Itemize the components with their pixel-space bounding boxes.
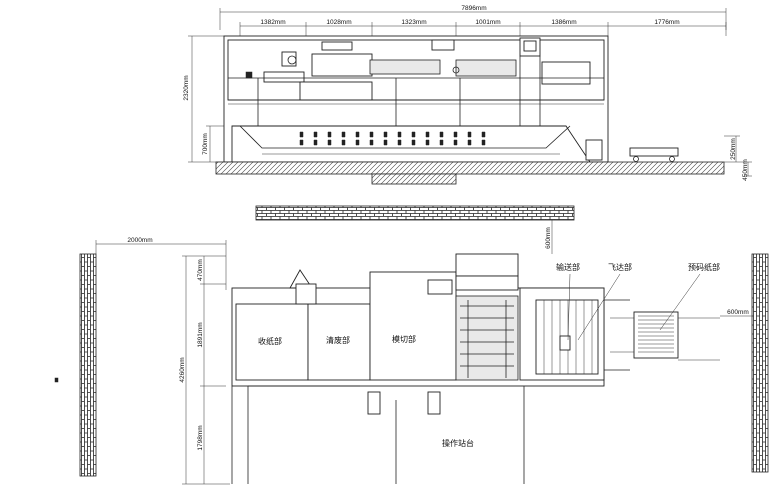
machine-elevation bbox=[223, 35, 679, 163]
right-wall bbox=[751, 253, 769, 473]
left-wall bbox=[79, 253, 97, 477]
right-small-label: 250mm bbox=[730, 138, 737, 160]
top-wall bbox=[255, 205, 575, 221]
foundation-pit bbox=[371, 173, 457, 185]
overall-length-label: 7896mm bbox=[461, 5, 486, 12]
segment-dimensions: 1382mm 1028mm 1323mm 1001mm 1386mm 1776m… bbox=[239, 19, 727, 36]
right-clearance-dimension: 600mm bbox=[720, 309, 752, 317]
right-clearance-label: 600mm bbox=[727, 309, 749, 316]
section-delivery-label: 收纸部 bbox=[258, 336, 282, 346]
segment-1-label: 1382mm bbox=[260, 19, 285, 26]
wall-gap-label: 600mm bbox=[545, 227, 552, 249]
height-dimensions: 2320mm 700mm bbox=[183, 35, 228, 163]
operator-station-label: 操作站台 bbox=[442, 438, 474, 448]
left-clearance-dimension: 2000mm bbox=[95, 237, 227, 290]
callout-prestack-label: 预码纸部 bbox=[688, 262, 720, 272]
vent-slots bbox=[299, 131, 486, 146]
right-dimensions: 250mm 450mm bbox=[724, 135, 752, 181]
section-diecutting-label: 模切部 bbox=[392, 334, 416, 344]
pre-stack-paper bbox=[610, 311, 720, 361]
segment-4-label: 1001mm bbox=[475, 19, 500, 26]
left-clearance-label: 2000mm bbox=[127, 237, 152, 244]
overall-width-label: 4260mm bbox=[179, 357, 186, 382]
segment-5-label: 1386mm bbox=[551, 19, 576, 26]
machine-width-label: 1891mm bbox=[197, 322, 204, 347]
right-base-label: 450mm bbox=[742, 159, 749, 181]
feeder-rails bbox=[460, 300, 514, 378]
operator-station: 操作站台 bbox=[231, 385, 525, 484]
callouts: 输送部 飞达部 预码纸部 bbox=[556, 262, 720, 341]
plan-vertical-dimensions: 4260mm 470mm 1891mm 1798mm bbox=[179, 255, 230, 485]
plan-view: 600mm 2000mm 4260mm 470mm 1891mm 1798mm bbox=[54, 205, 769, 485]
top-small-label: 470mm bbox=[197, 259, 204, 281]
section-stripping-label: 清废部 bbox=[326, 335, 350, 345]
overall-height-label: 2320mm bbox=[183, 75, 190, 100]
operator-depth-label: 1798mm bbox=[197, 425, 204, 450]
segment-2-label: 1028mm bbox=[326, 19, 351, 26]
callout-transport-label: 输送部 bbox=[556, 262, 580, 272]
segment-6-label: 1776mm bbox=[654, 19, 679, 26]
lower-height-label: 700mm bbox=[202, 133, 209, 155]
overall-length-dimension: 7896mm bbox=[219, 5, 727, 30]
floor-slab bbox=[215, 161, 725, 175]
callout-feeder-label: 飞达部 bbox=[608, 262, 632, 272]
segment-3-label: 1323mm bbox=[401, 19, 426, 26]
machine-plan bbox=[231, 253, 630, 387]
elevation-view: 7896mm 1382mm 1028mm 1323mm 1001mm 1386m… bbox=[183, 5, 752, 185]
